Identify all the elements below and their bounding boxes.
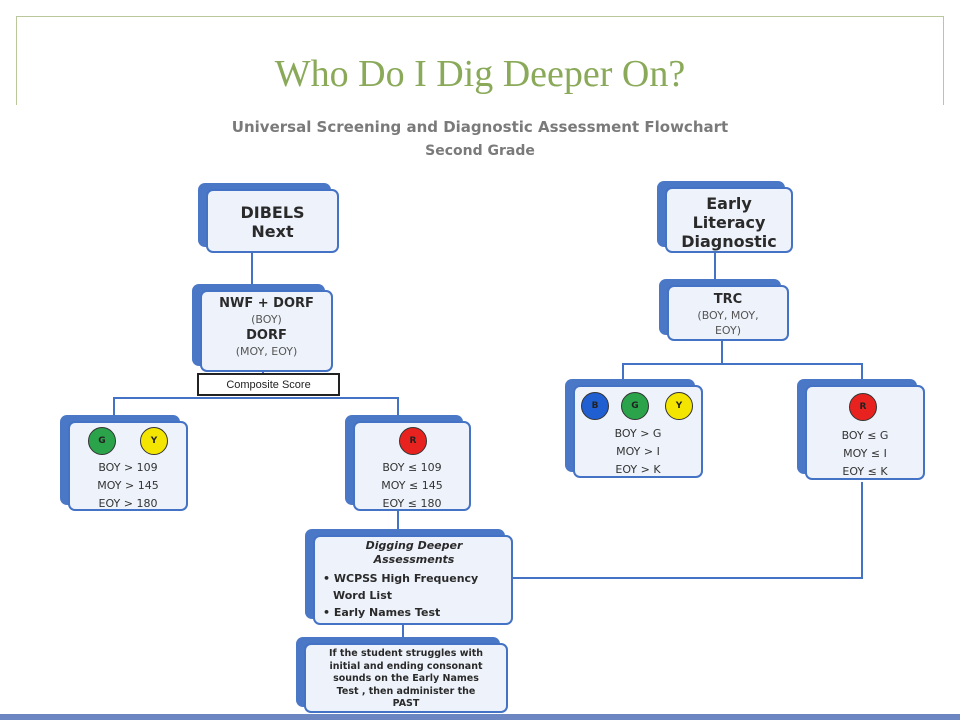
blue-circle: B [581, 392, 609, 420]
yellow-circle: Y [140, 427, 168, 455]
digging-heading1: Digging Deeper [365, 539, 463, 552]
connector-right-branch [622, 363, 862, 365]
green-circle: G [621, 392, 649, 420]
struggle-box: If the student struggles with initial an… [304, 643, 508, 713]
dibels-line2: Next [251, 222, 294, 241]
connector-early-trc [714, 252, 716, 282]
digging-item1-label: WCPSS High Frequency [333, 572, 479, 585]
composite-score-label: Composite Score [197, 373, 340, 396]
slide-frame [16, 16, 944, 105]
r-threshold-moy: MOY ≤ 145 [381, 479, 443, 492]
trc-line1: TRC [713, 292, 743, 307]
r-threshold-boy: BOY ≤ 109 [382, 461, 442, 474]
bgy-threshold-boy: BOY > G [614, 427, 662, 440]
gy-threshold-moy: MOY > 145 [97, 479, 159, 492]
connector-trc-branch [721, 340, 723, 364]
bgy-threshold-eoy: EOY > K [615, 463, 661, 476]
digging-item2-label: Early Names Test [333, 606, 441, 619]
struggle-line4: Test , then administer the [336, 685, 476, 697]
r-outcome-box: R BOY ≤ 109 MOY ≤ 145 EOY ≤ 180 [353, 421, 471, 511]
digging-item1: • WCPSS High Frequency [323, 572, 479, 585]
trc-line2: (BOY, MOY, [697, 309, 759, 322]
r2-threshold-moy: MOY ≤ I [843, 447, 887, 460]
r2-outcome-box: R BOY ≤ G MOY ≤ I EOY ≤ K [805, 385, 925, 480]
connector-left-branch [113, 397, 398, 399]
early-line1: Early [706, 194, 752, 213]
r2-threshold-boy: BOY ≤ G [841, 429, 889, 442]
connector-dibels-nwf [251, 252, 253, 288]
nwf-line1: NWF + DORF [219, 296, 314, 311]
nwf-dorf-box: NWF + DORF (BOY) DORF (MOY, EOY) [200, 290, 333, 372]
flowchart-title: Universal Screening and Diagnostic Asses… [231, 118, 729, 136]
r-threshold-eoy: EOY ≤ 180 [382, 497, 442, 510]
early-line2: Literacy [692, 213, 766, 232]
early-line3: Diagnostic [681, 232, 777, 251]
digging-item2: • Early Names Test [323, 606, 441, 619]
connector-to-r2 [861, 363, 863, 385]
green-circle: G [88, 427, 116, 455]
connector-digging-struggle [402, 624, 404, 640]
gy-threshold-boy: BOY > 109 [98, 461, 158, 474]
red-circle: R [399, 427, 427, 455]
trc-box: TRC (BOY, MOY, EOY) [667, 285, 789, 341]
connector-r2-digging [512, 577, 863, 579]
dibels-line1: DIBELS [240, 203, 305, 222]
struggle-line3: sounds on the Early Names [333, 673, 479, 684]
struggle-line5: PAST [392, 698, 420, 709]
nwf-line3: DORF [246, 328, 287, 343]
nwf-line2: (BOY) [251, 313, 282, 326]
yellow-circle: Y [665, 392, 693, 420]
struggle-line1: If the student struggles with [328, 648, 484, 659]
connector-to-r [397, 397, 399, 421]
connector-to-bgy [622, 363, 624, 385]
bgy-outcome-box: B G Y BOY > G MOY > I EOY > K [573, 385, 703, 478]
trc-line3: EOY) [714, 324, 742, 337]
connector-r-digging [397, 510, 399, 538]
digging-heading2: Assessments [373, 553, 455, 566]
connector-to-gy [113, 397, 115, 421]
digging-item1-cont: Word List [333, 589, 393, 602]
red-circle: R [849, 393, 877, 421]
struggle-line2: initial and ending consonant [329, 660, 483, 672]
connector-r2-down [861, 482, 863, 578]
gy-threshold-eoy: EOY > 180 [98, 497, 158, 510]
nwf-line4: (MOY, EOY) [235, 345, 298, 358]
digging-deeper-box: Digging Deeper Assessments • WCPSS High … [313, 535, 513, 625]
bgy-threshold-moy: MOY > I [616, 445, 660, 458]
early-literacy-box: Early Literacy Diagnostic [665, 187, 793, 253]
r2-threshold-eoy: EOY ≤ K [842, 465, 888, 478]
gy-outcome-box: G Y BOY > 109 MOY > 145 EOY > 180 [68, 421, 188, 511]
slide-title: Who Do I Dig Deeper On? [274, 53, 686, 95]
flowchart-subtitle: Second Grade [425, 143, 535, 159]
dibels-next-box: DIBELS Next [206, 189, 339, 253]
bottom-bar [0, 714, 960, 720]
